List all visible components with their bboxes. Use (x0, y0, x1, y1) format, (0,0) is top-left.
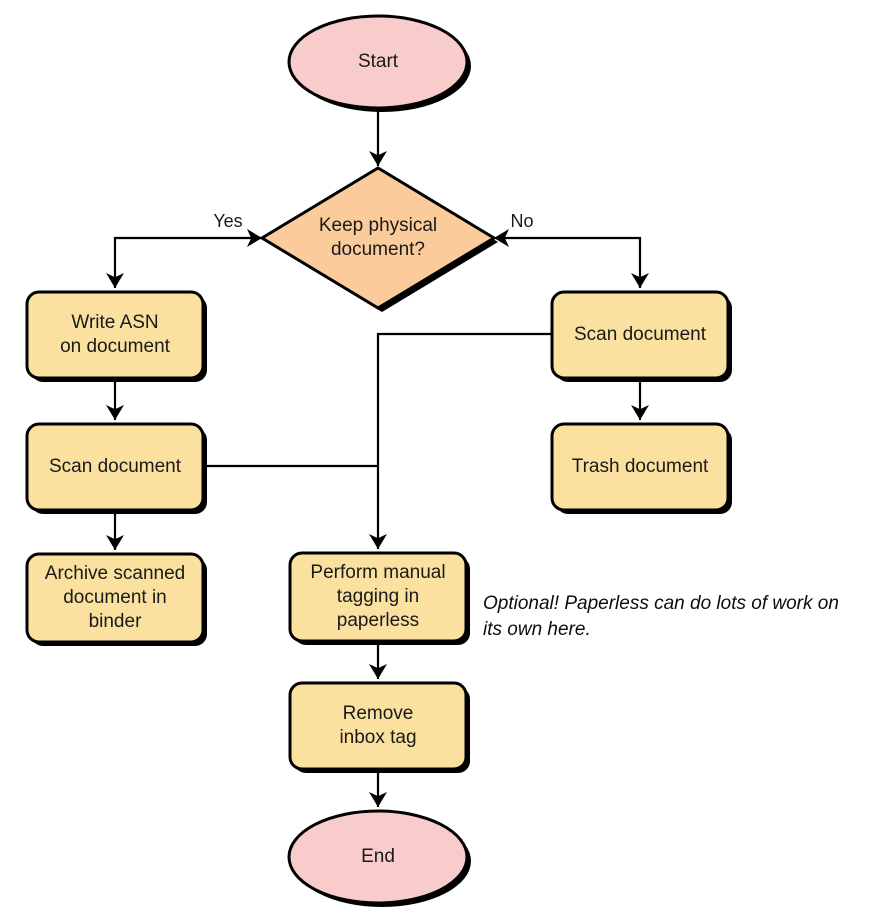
node-body[interactable] (25, 422, 205, 512)
node-label: Start (358, 51, 399, 72)
edge-start-to-decision (369, 108, 387, 166)
edge-tagging-to-remove-inbox (369, 641, 387, 679)
edge-label-no: No (510, 211, 533, 231)
edge-arrowhead (106, 535, 124, 550)
node-start[interactable]: Start (287, 14, 471, 112)
edge-path (113, 236, 262, 288)
edge-arrowhead (106, 273, 124, 288)
edge-arrowhead (106, 405, 124, 420)
edge-arrowhead (369, 151, 387, 166)
edge-decision-yes-to-write-asn: Yes (106, 211, 262, 288)
edge-arrowhead (369, 664, 387, 679)
edge-arrowhead (631, 273, 649, 288)
edge-path (494, 236, 642, 288)
edge-arrowhead (369, 534, 387, 549)
annotations-layer: Optional! Paperless can do lots of work … (483, 593, 839, 640)
node-label: Trash document (572, 456, 709, 477)
edge-remove-inbox-to-end (369, 769, 387, 807)
node-trash-document[interactable]: Trash document (550, 422, 732, 514)
edge-path (376, 332, 552, 549)
edge-write-asn-to-scan-left (106, 378, 124, 420)
node-body[interactable] (287, 14, 469, 110)
edge-arrowhead (369, 792, 387, 807)
edge-decision-no-to-scan-right: No (494, 211, 649, 288)
node-label: Scan document (49, 456, 182, 477)
edge-arrowhead-start (247, 229, 262, 247)
node-body[interactable] (550, 422, 730, 512)
edge-scan-right-to-tagging (369, 332, 552, 549)
node-scan-document-right[interactable]: Scan document (550, 290, 732, 382)
edge-arrowhead-start (494, 229, 509, 247)
edge-label-yes: Yes (213, 211, 242, 231)
node-label: End (361, 846, 395, 867)
node-body[interactable] (25, 552, 205, 644)
edges-layer: Yes No (106, 108, 649, 807)
node-body[interactable] (287, 809, 469, 905)
node-scan-document-left[interactable]: Scan document (25, 422, 207, 514)
node-body[interactable] (259, 166, 497, 310)
edge-scan-right-to-trash (631, 378, 649, 420)
node-body[interactable] (25, 290, 205, 380)
node-body[interactable] (550, 290, 730, 380)
edge-arrowhead (631, 405, 649, 420)
edge-scan-left-to-archive (106, 510, 124, 550)
node-body[interactable] (288, 551, 468, 643)
node-label: Scan document (574, 324, 707, 345)
annotation-optional-note: Optional! Paperless can do lots of work … (483, 593, 839, 640)
node-body[interactable] (288, 681, 468, 771)
node-end[interactable]: End (287, 809, 471, 907)
